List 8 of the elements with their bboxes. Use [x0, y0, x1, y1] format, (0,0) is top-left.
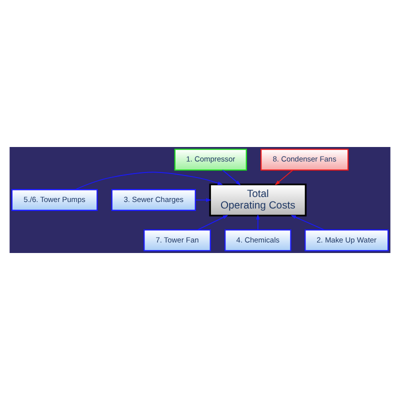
arrow [290, 215, 325, 230]
arrow [195, 198, 212, 202]
arrow [74, 172, 223, 190]
arrow [274, 170, 294, 186]
arrow [222, 170, 241, 186]
node-box: Total Operating Costs [209, 184, 307, 216]
arrow [256, 214, 260, 230]
arrow [197, 215, 228, 230]
